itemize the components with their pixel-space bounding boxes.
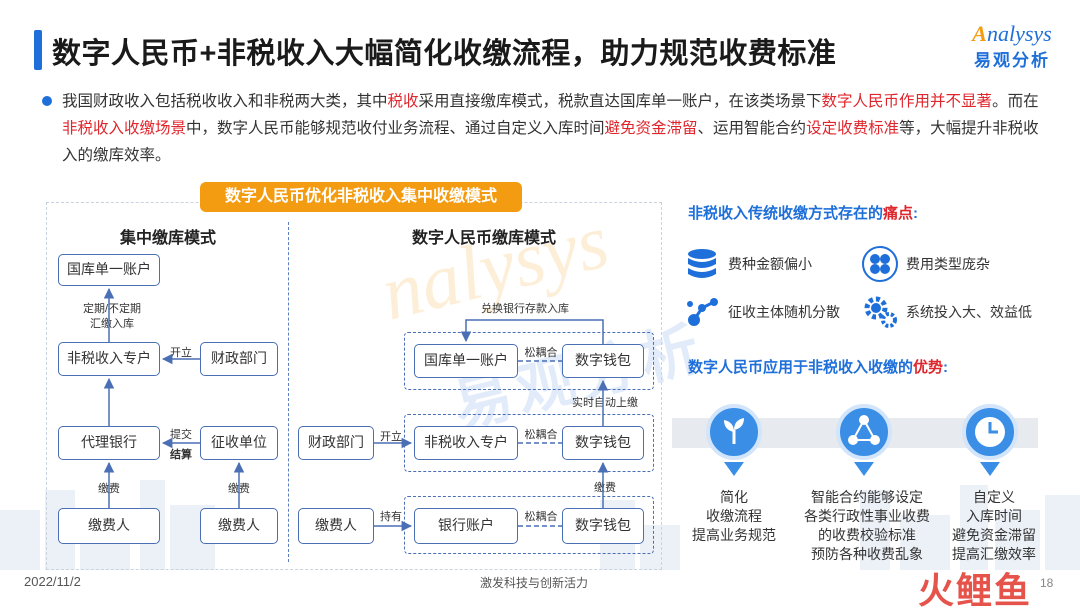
- label-exchange: 兑换银行存款入库: [481, 303, 569, 315]
- right-wallet-node-2: 数字钱包: [562, 426, 644, 460]
- section-divider: [288, 222, 289, 562]
- label-pay-left-1: 缴费: [98, 483, 120, 495]
- footer-date: 2022/11/2: [24, 574, 81, 589]
- database-icon: [684, 246, 720, 282]
- right-section-title: 数字人民币缴库模式: [412, 230, 557, 247]
- left-nontax-node: 非税收入专户: [58, 342, 160, 376]
- label-realtime: 实时自动上缴: [572, 397, 638, 409]
- pin-tail-2: [854, 462, 874, 476]
- advantage-item-2: 智能合约能够设定各类行政性事业收费的收费校验标准预防各种收费乱象: [804, 489, 930, 562]
- pin-tail-1: [724, 462, 744, 476]
- right-finance-node: 财政部门: [298, 426, 374, 460]
- advantage-item-1: 简化收缴流程提高业务规范: [692, 489, 776, 543]
- label-open-left: 开立: [170, 347, 192, 359]
- pain-item-1: 费种金额偏小: [684, 246, 812, 282]
- label-submit: 提交: [170, 429, 192, 441]
- label-pay-left-2: 缴费: [228, 483, 250, 495]
- page-title: 数字人民币+非税收入大幅简化收缴流程，助力规范收费标准: [52, 38, 837, 70]
- footer-slogan: 激发科技与创新活力: [480, 576, 589, 590]
- grid-icon: [862, 246, 898, 282]
- advantage-item-3: 自定义入库时间避免资金滞留提高汇缴效率: [952, 489, 1036, 562]
- left-agent-bank-node: 代理银行: [58, 426, 160, 460]
- left-finance-node: 财政部门: [200, 342, 278, 376]
- right-treasury-node: 国库单一账户: [414, 344, 518, 378]
- logo-cn: 易观分析: [974, 51, 1050, 70]
- right-nontax-node: 非税收入专户: [414, 426, 518, 460]
- title-accent-bar: [34, 30, 42, 70]
- left-section-title: 集中缴库模式: [120, 230, 217, 247]
- pain-item-4: 系统投入大、效益低: [862, 294, 1032, 330]
- label-loose-3: 松耦合: [524, 511, 558, 523]
- left-payer-node: 缴费人: [58, 508, 160, 544]
- plant-icon: [706, 404, 762, 460]
- label-loose-1: 松耦合: [524, 347, 558, 359]
- label-settle: 结算: [170, 449, 192, 461]
- footer-watermark-mark: 火鲤鱼: [918, 570, 1033, 608]
- label-regular: 定期/不定期: [82, 303, 142, 315]
- left-collector-node: 征收单位: [200, 426, 278, 460]
- clock-icon: [962, 404, 1018, 460]
- label-remit: 汇缴入库: [90, 318, 134, 330]
- label-open-right: 开立: [380, 431, 402, 443]
- right-wallet-node-3: 数字钱包: [562, 508, 644, 544]
- right-wallet-node-1: 数字钱包: [562, 344, 644, 378]
- label-loose-2: 松耦合: [524, 429, 558, 441]
- advantage-title: 数字人民币应用于非税收入收缴的优势:: [688, 359, 949, 376]
- left-payer-node-2: 缴费人: [200, 508, 278, 544]
- page-number: 18: [1040, 576, 1054, 590]
- left-treasury-node: 国库单一账户: [58, 254, 160, 286]
- bullet-dot: [42, 96, 52, 106]
- share-icon: [836, 404, 892, 460]
- pain-item-2: 费用类型庞杂: [862, 246, 990, 282]
- logo-wordmark: Analysys: [972, 21, 1052, 46]
- intro-paragraph: 我国财政收入包括税收收入和非税两大类，其中税收采用直接缴库模式，税款直达国库单一…: [62, 93, 1039, 164]
- pain-title: 非税收入传统收缴方式存在的痛点:: [688, 205, 919, 222]
- label-pay-right: 缴费: [594, 482, 616, 494]
- gears-icon: [862, 294, 898, 330]
- label-hold: 持有: [380, 511, 402, 523]
- pain-item-3: 征收主体随机分散: [684, 294, 840, 330]
- pin-tail-3: [980, 462, 1000, 476]
- brand-logo: Analysys 易观分析: [962, 22, 1062, 71]
- right-payer-node: 缴费人: [298, 508, 374, 544]
- network-icon: [684, 294, 720, 330]
- diagram-title: 数字人民币优化非税收入集中收缴模式: [200, 182, 522, 212]
- right-bank-node: 银行账户: [414, 508, 518, 544]
